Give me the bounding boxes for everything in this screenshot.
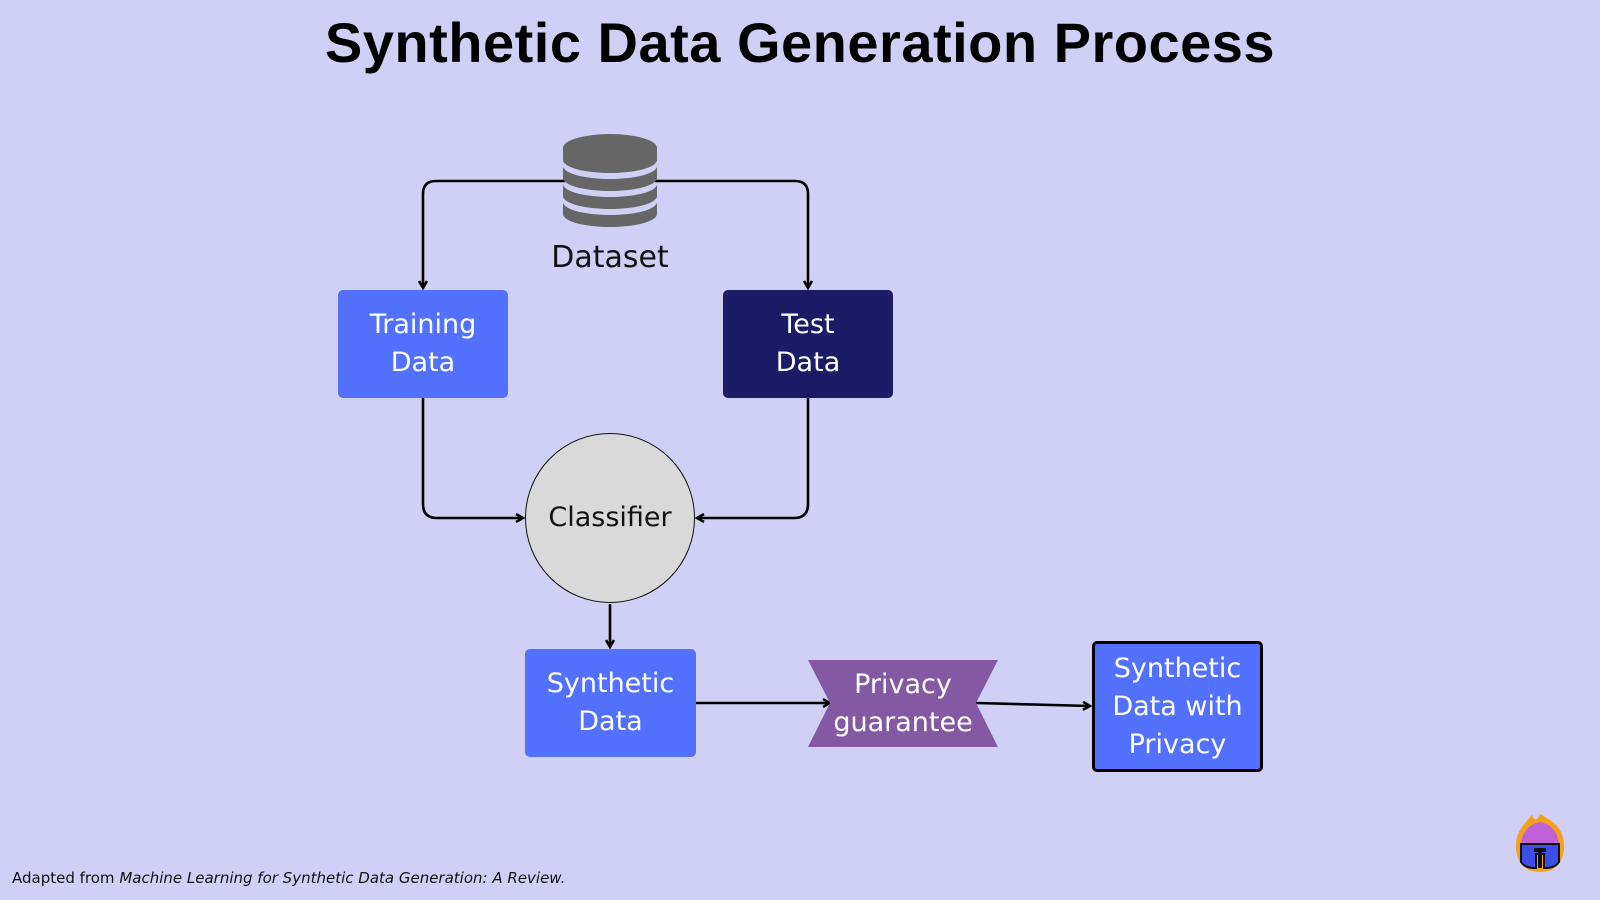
test-data-label: Test Data [775,309,841,378]
classifier-label: Classifier [548,502,672,533]
training-data-label: Training Data [369,309,477,378]
database-icon [563,134,657,227]
privacy-guarantee-node: Privacy guarantee [808,660,998,747]
page-title: Synthetic Data Generation Process [324,11,1276,74]
privacy-guarantee-label: Privacy guarantee [833,668,973,738]
edge-dataset-training [423,179,565,288]
edge-dataset-test [655,179,808,288]
synthetic-data-label: Synthetic Data [546,668,675,737]
citation-prefix: Adapted from [12,869,120,887]
source-citation: Adapted from Machine Learning for Synthe… [12,869,565,887]
dataset-label: Dataset [551,240,669,275]
ribbon-shape [808,660,998,747]
classifier-node: Classifier [525,433,695,603]
synthetic-data-with-privacy-label: Synthetic Data with Privacy [1112,652,1243,760]
edge-privacy-output [975,703,1090,706]
synthetic-data-node: Synthetic Data [525,649,696,757]
citation-source: Machine Learning for Synthetic Data Gene… [119,869,566,887]
edge-test-classifier [697,398,810,518]
edge-training-classifier [421,398,523,518]
helmet-logo-icon [1516,814,1564,872]
training-data-node: Training Data [338,290,508,398]
synthetic-data-with-privacy-node: Synthetic Data with Privacy [1092,641,1263,772]
test-data-node: Test Data [723,290,893,398]
